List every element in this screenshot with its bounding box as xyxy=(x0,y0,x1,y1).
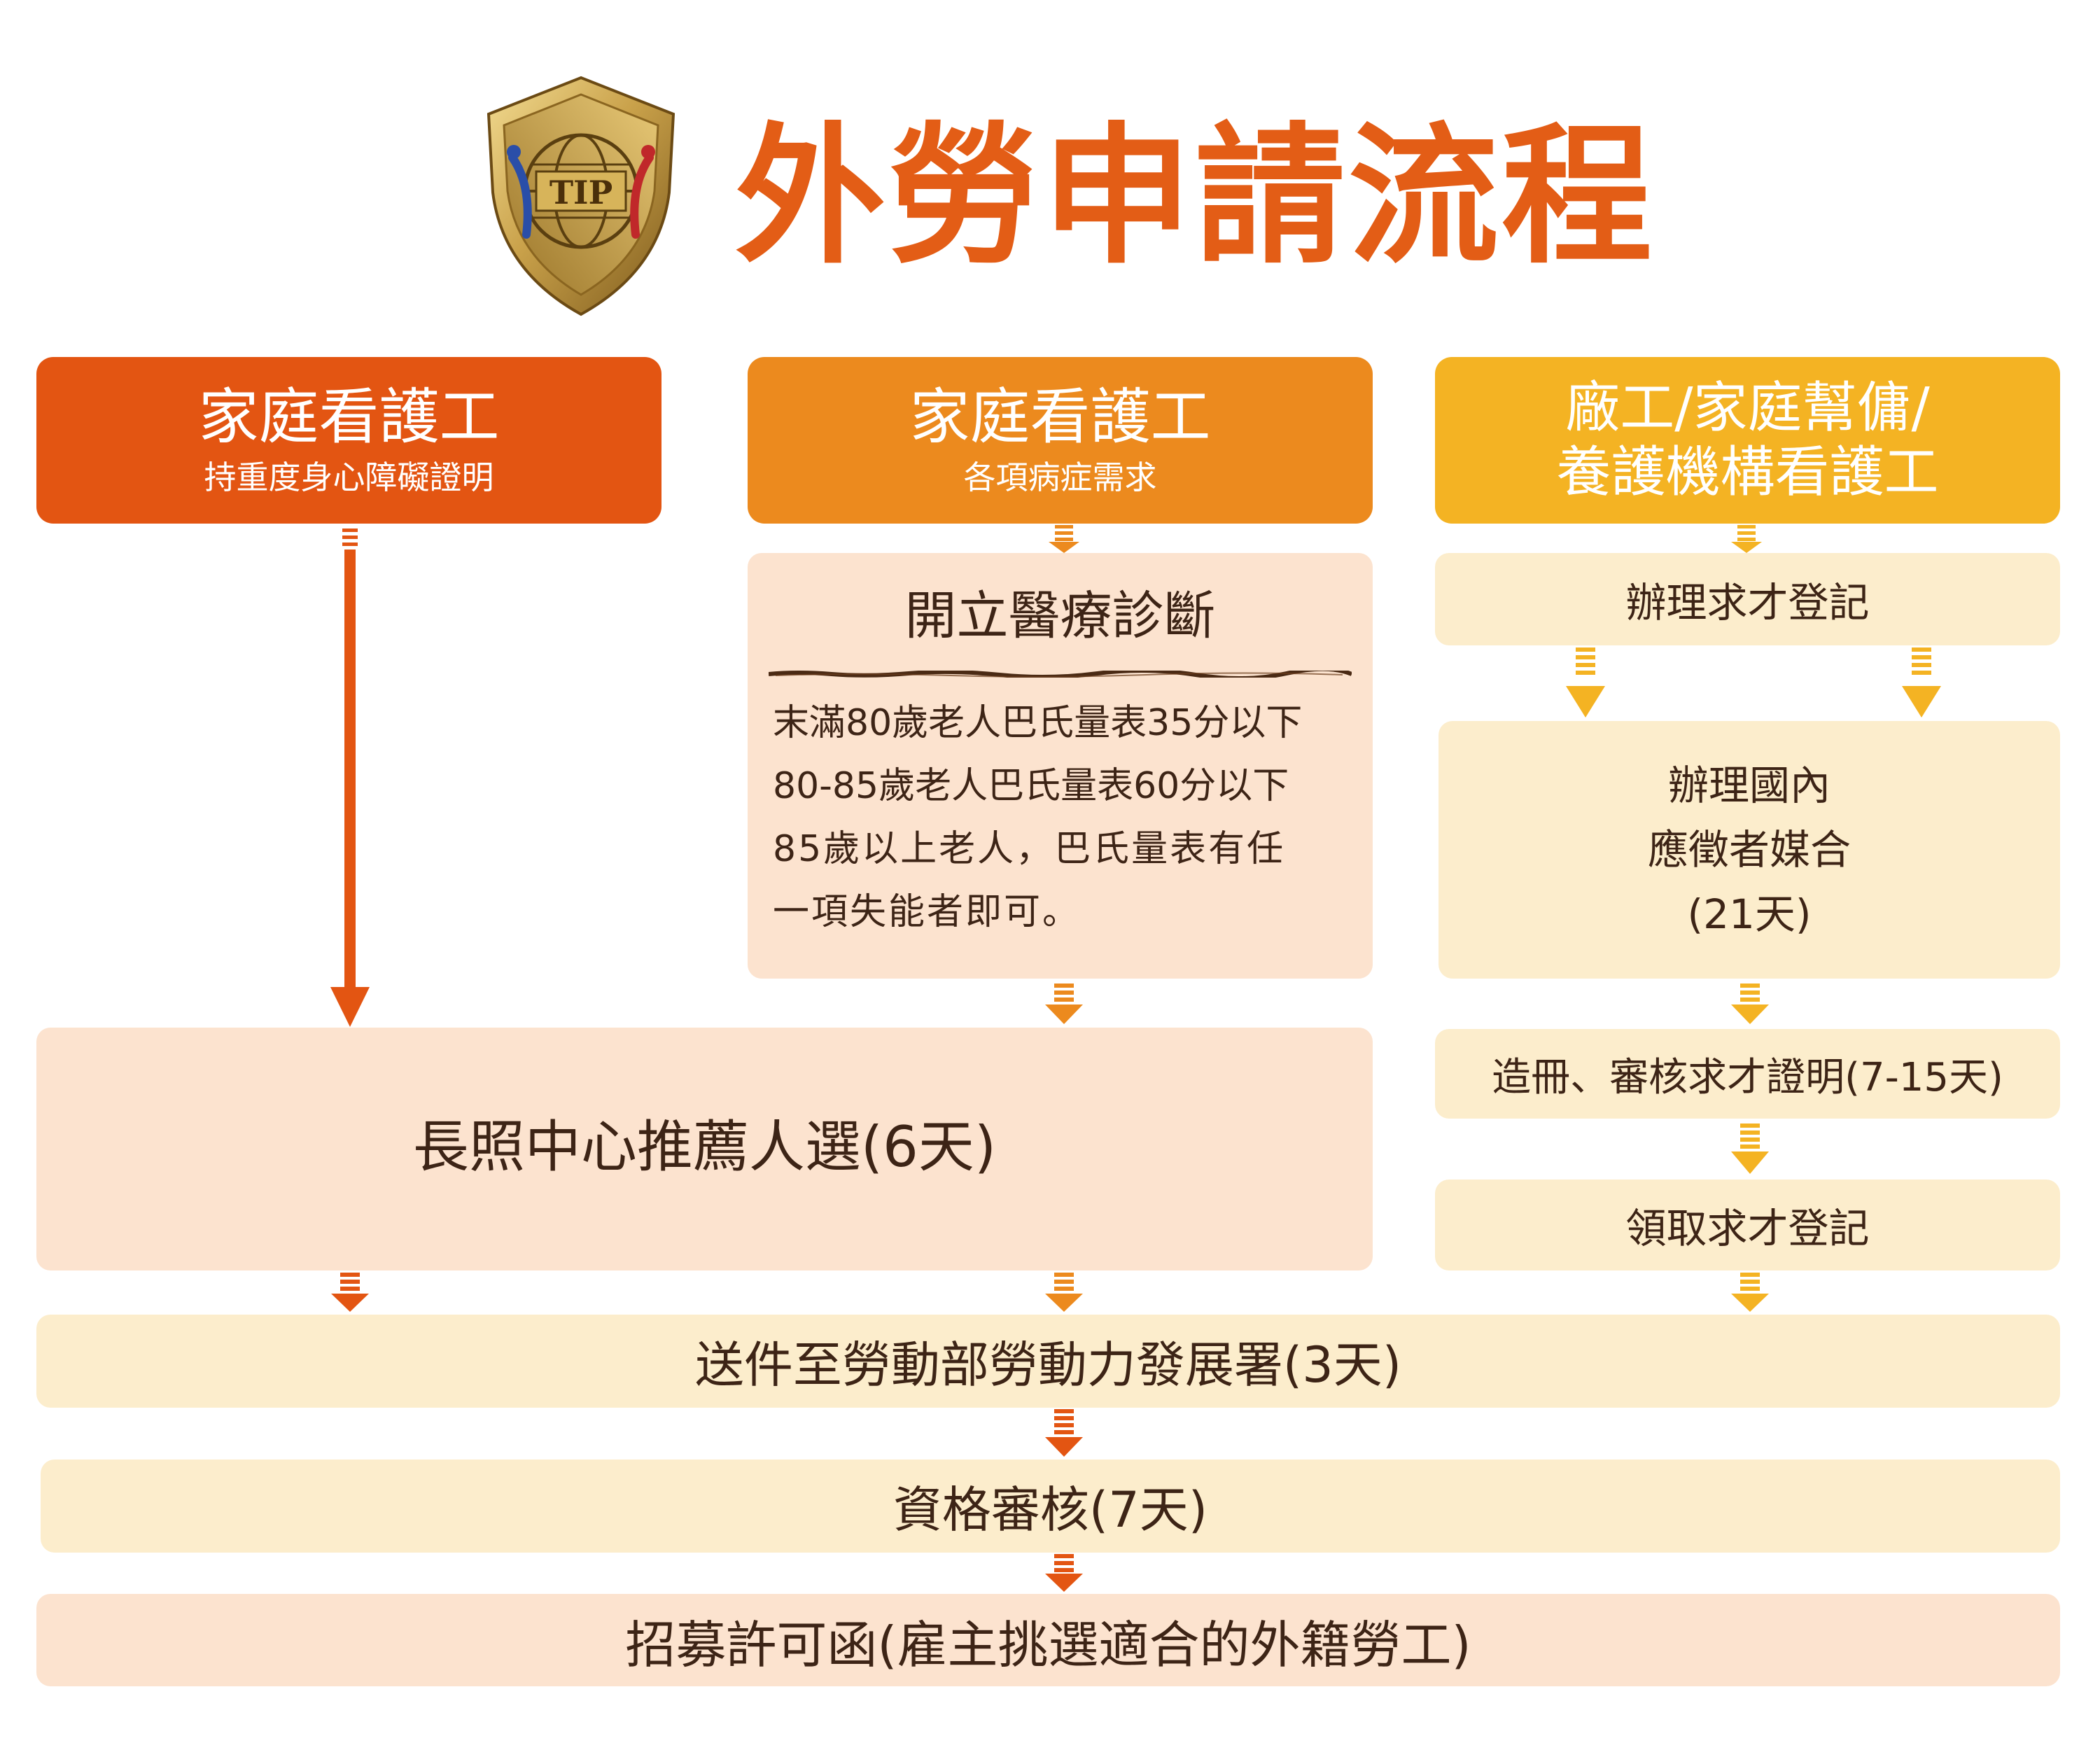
domestic-applicant-matching-box: 辦理國內 應徵者媒合 (21天) xyxy=(1438,721,2060,979)
brush-divider xyxy=(769,671,1352,678)
header-subtitle: 各項病症需求 xyxy=(963,458,1157,496)
recruitment-registration-label: 辦理求才登記 xyxy=(1625,579,1870,626)
diagnosis-line: 末滿80歲老人巴氏量表35分以下 xyxy=(773,702,1303,744)
diagnosis-line: 85歲以上老人，巴氏量表有任 xyxy=(773,828,1286,870)
recruitment-certificate-label: 造冊、審核求才證明(7-15天) xyxy=(1492,1054,2003,1100)
collect-registration-label: 領取求才登記 xyxy=(1625,1205,1870,1252)
page-title: 外勞申請流程 xyxy=(735,107,1655,284)
header-factory-domestic-institution: 廠工/家庭幫傭/ 養護機構看護工 xyxy=(1435,357,2060,524)
header-title: 家庭看護工 xyxy=(909,382,1211,452)
down-arrow xyxy=(1045,983,1083,1024)
permit-label: 招募許可函(雇主挑選適合的外籍勞工) xyxy=(625,1615,1471,1674)
ltc-center-recommendation-box: 長照中心推薦人選(6天) xyxy=(36,1028,1373,1270)
ltc-recommendation-label: 長照中心推薦人選(6天) xyxy=(412,1114,997,1180)
recruitment-permit-box: 招募許可函(雇主挑選適合的外籍勞工) xyxy=(36,1594,2060,1686)
recruitment-certificate-box: 造冊、審核求才證明(7-15天) xyxy=(1435,1029,2060,1119)
down-arrow xyxy=(1731,525,1762,553)
matching-line: 應徵者媒合 xyxy=(1647,826,1851,874)
submit-label: 送件至勞動部勞動力發展署(3天) xyxy=(694,1336,1402,1394)
medical-diagnosis-box: 開立醫療診斷 末滿80歲老人巴氏量表35分以下 80-85歲老人巴氏量表60分以… xyxy=(748,553,1373,979)
review-label: 資格審核(7天) xyxy=(892,1481,1208,1539)
matching-line: 辦理國內 xyxy=(1667,762,1830,809)
header-home-caregiver-illness: 家庭看護工 各項病症需求 xyxy=(748,357,1373,524)
down-arrow xyxy=(1045,1554,1083,1592)
down-arrow xyxy=(331,1273,369,1312)
down-arrow xyxy=(1566,648,1605,718)
recruitment-registration-box: 辦理求才登記 xyxy=(1435,553,2060,645)
down-arrow xyxy=(1731,983,1769,1024)
down-arrow xyxy=(1902,648,1941,718)
long-down-arrow xyxy=(330,528,370,1027)
down-arrow xyxy=(1049,525,1079,553)
down-arrow xyxy=(1045,1409,1083,1457)
collect-registration-box: 領取求才登記 xyxy=(1435,1180,2060,1270)
qualification-review-box: 資格審核(7天) xyxy=(41,1460,2060,1553)
header-title: 家庭看護工 xyxy=(198,382,500,452)
header-home-caregiver-disability: 家庭看護工 持重度身心障礙證明 xyxy=(36,357,662,524)
down-arrow xyxy=(1731,1273,1769,1312)
diagnosis-line: 一項失能者即可。 xyxy=(773,891,1082,933)
svg-text:TIP: TIP xyxy=(550,174,612,211)
submit-to-wda-box: 送件至勞動部勞動力發展署(3天) xyxy=(36,1315,2060,1408)
diagnosis-title: 開立醫療診斷 xyxy=(904,586,1216,646)
down-arrow xyxy=(1045,1273,1083,1312)
header-title-line-2: 養護機構看護工 xyxy=(1556,441,1939,504)
header-subtitle: 持重度身心障礙證明 xyxy=(204,458,494,496)
down-arrow xyxy=(1731,1124,1769,1174)
matching-duration: (21天) xyxy=(1687,890,1812,938)
header-title-line-1: 廠工/家庭幫傭/ xyxy=(1565,377,1930,440)
diagnosis-line: 80-85歲老人巴氏量表60分以下 xyxy=(773,765,1289,807)
tip-shield-logo: TIP xyxy=(483,74,679,318)
